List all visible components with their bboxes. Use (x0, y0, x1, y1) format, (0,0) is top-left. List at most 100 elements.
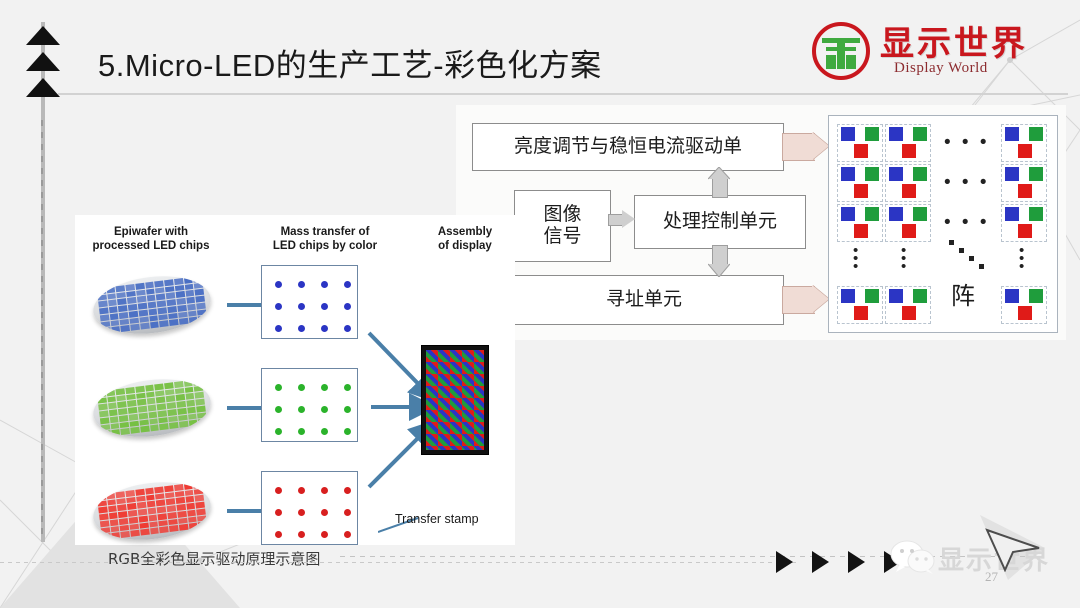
pixel-cell (1001, 204, 1047, 242)
led-chip-dot (298, 406, 305, 413)
led-chip-dot (321, 428, 328, 435)
green-subpixel (865, 207, 879, 221)
green-subpixel (1029, 127, 1043, 141)
red-subpixel (1018, 224, 1032, 238)
led-chip-dot (298, 428, 305, 435)
logo-mark-icon (810, 20, 872, 82)
play-triangle-icon (812, 551, 829, 573)
row-ellipsis: • • • (944, 132, 990, 154)
transfer-stamp-label: Transfer stamp (395, 512, 479, 526)
green-subpixel (865, 167, 879, 181)
led-chip-dot (275, 509, 282, 516)
header-mass-transfer: Mass transfer of LED chips by color (255, 225, 395, 254)
image-signal-line2: 信号 (543, 226, 581, 248)
led-chip-dot (275, 406, 282, 413)
column-ellipsis: ••• (901, 247, 906, 271)
led-chip-dot (275, 303, 282, 310)
left-rail-dashes (41, 120, 43, 540)
red-subpixel (854, 224, 868, 238)
driver-architecture-panel: 亮度调节与稳恒电流驱动单 图像 信号 处理控制单元 寻址单元 (456, 105, 1066, 340)
box-image-signal: 图像 信号 (514, 190, 611, 262)
blue-subpixel (1005, 127, 1019, 141)
led-chip-dot (298, 509, 305, 516)
wafer-chip-grid (97, 482, 208, 541)
up-triangle-icon (26, 52, 60, 71)
diagonal-dot (969, 256, 974, 261)
led-chip-dot (321, 384, 328, 391)
row-ellipsis: • • • (944, 212, 990, 234)
header-assembly-line2: of display (438, 240, 492, 252)
page-title: 5.Micro-LED的生产工艺-彩色化方案 (98, 40, 602, 85)
diagonal-dot (949, 240, 954, 245)
red-subpixel (1018, 306, 1032, 320)
box-address-unit: 寻址单元 (504, 275, 784, 325)
up-triangle-icon (26, 26, 60, 45)
green-subpixel (1029, 289, 1043, 303)
arrow-image-to-process (608, 210, 636, 228)
wafer-chip-grid (97, 276, 208, 335)
led-chip-dot (344, 281, 351, 288)
arrow-address-to-matrix (782, 286, 830, 312)
green-subpixel (913, 289, 927, 303)
led-chip-dot (298, 531, 305, 538)
red-subpixel (1018, 144, 1032, 158)
blue-subpixel (889, 289, 903, 303)
led-chip-dot (321, 487, 328, 494)
image-signal-line1: 图像 (543, 204, 581, 226)
red-subpixel (902, 224, 916, 238)
diagonal-dot (979, 264, 984, 269)
pixel-cell (885, 286, 931, 324)
pixel-cell (837, 204, 883, 242)
blue-subpixel (889, 167, 903, 181)
green-subpixel (913, 127, 927, 141)
red-subpixel (902, 184, 916, 198)
led-chip-dot (344, 325, 351, 332)
green-subpixel (1029, 207, 1043, 221)
led-chip-dot (298, 281, 305, 288)
assembled-display (421, 345, 489, 455)
pixel-cell (837, 164, 883, 202)
blue-subpixel (1005, 167, 1019, 181)
led-chip-dot (275, 384, 282, 391)
led-chip-dot (298, 303, 305, 310)
header-assembly: Assembly of display (415, 225, 515, 254)
pixel-cell (837, 124, 883, 162)
blue-subpixel (841, 167, 855, 181)
logo-chinese-text: 显示世界 (880, 16, 1028, 65)
chip-grid-blue (261, 265, 358, 339)
wechat-icon (890, 540, 936, 574)
up-triangle-icon (26, 78, 60, 97)
wafer-green (90, 373, 214, 443)
green-subpixel (913, 167, 927, 181)
header-epiwafer-line2: processed LED chips (93, 240, 210, 252)
led-chip-dot (275, 281, 282, 288)
logo-english-text: Display World (894, 60, 988, 77)
header-epiwafer-line1: Epiwafer with (114, 226, 188, 238)
blue-subpixel (841, 289, 855, 303)
play-triangle-icon (776, 551, 793, 573)
pixel-cell (1001, 286, 1047, 324)
blue-subpixel (889, 207, 903, 221)
header-mass-transfer-line2: LED chips by color (273, 240, 377, 252)
led-chip-dot (321, 406, 328, 413)
footer-dash-line (0, 562, 800, 563)
led-chip-dot (344, 384, 351, 391)
header-epiwafer: Epiwafer with processed LED chips (81, 225, 221, 254)
arrow-process-to-brightness (708, 167, 730, 197)
red-subpixel (854, 184, 868, 198)
blue-subpixel (1005, 289, 1019, 303)
blue-subpixel (841, 127, 855, 141)
pixel-cell (837, 286, 883, 324)
led-chip-dot (275, 531, 282, 538)
diagram-caption: RGB全彩色显示驱动原理示意图 (108, 548, 320, 569)
led-chip-dot (298, 487, 305, 494)
red-subpixel (854, 144, 868, 158)
header-assembly-line1: Assembly (438, 226, 492, 238)
brand-logo: 显示世界 Display World (802, 18, 1062, 90)
box-brightness-current-driver: 亮度调节与稳恒电流驱动单 (472, 123, 784, 171)
green-subpixel (913, 207, 927, 221)
led-chip-dot (298, 325, 305, 332)
red-subpixel (1018, 184, 1032, 198)
led-chip-dot (344, 303, 351, 310)
